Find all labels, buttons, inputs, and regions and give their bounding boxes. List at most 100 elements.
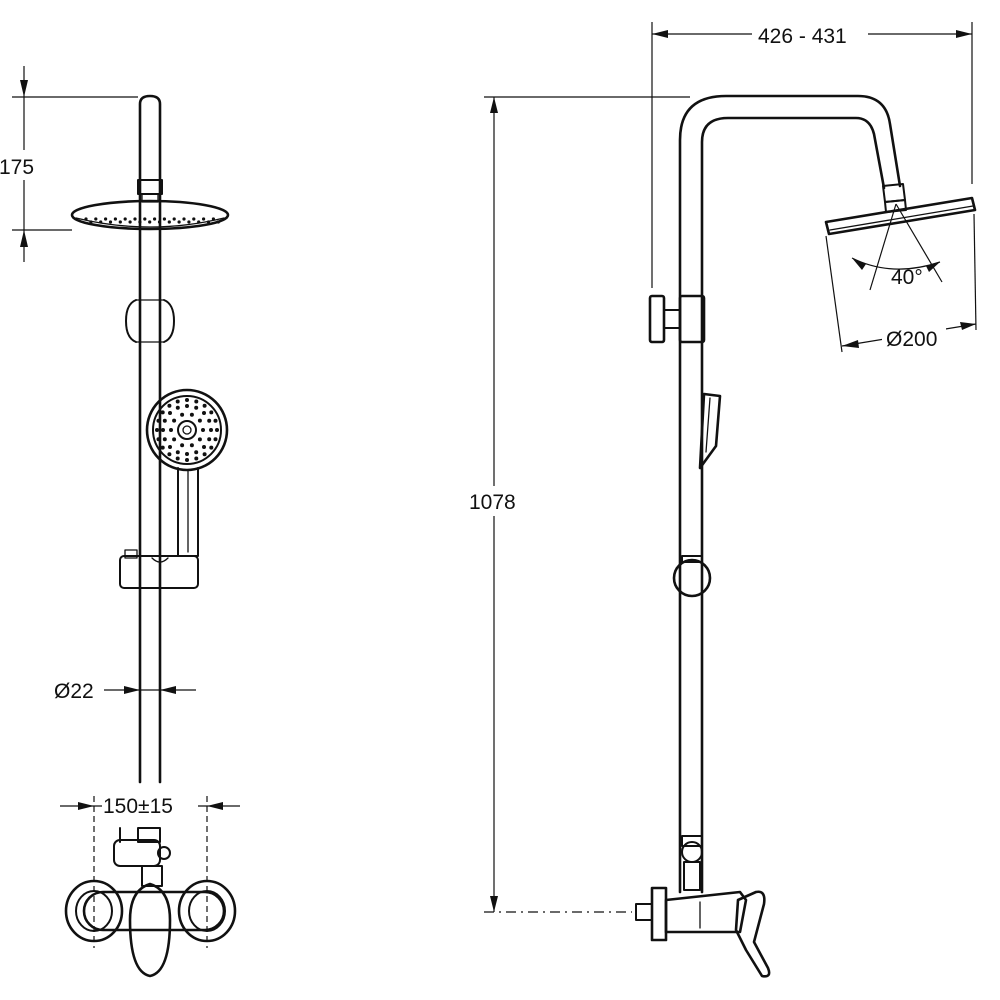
side-slide-knob bbox=[672, 555, 712, 598]
nozzle-dot bbox=[84, 217, 88, 221]
nozzle-dot bbox=[201, 428, 205, 432]
nozzle-dot bbox=[118, 220, 122, 224]
side-wall-bracket bbox=[648, 294, 706, 344]
dim-inlet-spacing: 150±15 bbox=[60, 792, 240, 818]
nozzle-dot bbox=[197, 418, 202, 423]
nozzle-dot bbox=[143, 217, 147, 221]
side-lower-connector bbox=[681, 835, 703, 891]
nozzle-dot bbox=[175, 405, 180, 410]
nozzle-dot bbox=[194, 450, 199, 455]
side-riser-arm bbox=[678, 94, 902, 894]
label-inlet-spacing: 150±15 bbox=[103, 795, 173, 818]
dim-arm-reach: 426 - 431 bbox=[651, 22, 973, 288]
front-riser-pipe bbox=[138, 94, 162, 784]
nozzle-dot bbox=[167, 220, 171, 224]
nozzle-dot bbox=[148, 220, 152, 224]
nozzle-dot bbox=[185, 458, 189, 462]
nozzle-dot bbox=[161, 428, 165, 432]
nozzle-dot bbox=[202, 411, 206, 415]
nozzle-dot bbox=[155, 428, 159, 432]
nozzle-dot bbox=[162, 418, 167, 423]
nozzle-dot bbox=[197, 437, 202, 442]
nozzle-dot bbox=[168, 411, 172, 415]
label-total-height: 1078 bbox=[469, 491, 516, 514]
nozzle-dot bbox=[156, 418, 161, 423]
nozzle-dot bbox=[138, 220, 142, 224]
nozzle-dot bbox=[123, 217, 127, 221]
dim-pipe-diameter: Ø22 bbox=[54, 680, 196, 703]
nozzle-dot bbox=[108, 220, 113, 224]
nozzle-dot bbox=[215, 428, 219, 432]
nozzle-dot bbox=[182, 217, 186, 221]
nozzle-dot bbox=[194, 405, 199, 410]
nozzle-dot bbox=[162, 217, 166, 221]
nozzle-dot bbox=[206, 220, 211, 224]
nozzle-dot bbox=[194, 399, 199, 404]
nozzle-dot bbox=[128, 220, 132, 224]
label-arm-reach: 426 - 431 bbox=[758, 25, 847, 48]
front-rain-head bbox=[70, 199, 230, 231]
dim-head-diameter: Ø200 bbox=[825, 213, 977, 353]
nozzle-dot bbox=[216, 220, 220, 224]
nozzle-dot bbox=[99, 220, 103, 224]
nozzle-dot bbox=[194, 456, 199, 461]
label-spray-angle: 40° bbox=[891, 266, 923, 289]
label-head-diameter: Ø200 bbox=[886, 328, 937, 351]
nozzle-dot bbox=[197, 220, 201, 224]
nozzle-dot bbox=[162, 437, 167, 442]
nozzle-dot bbox=[175, 456, 180, 461]
nozzle-dot bbox=[189, 443, 194, 448]
nozzle-dot bbox=[211, 217, 215, 221]
nozzle-dot bbox=[157, 220, 162, 224]
nozzle-dot bbox=[94, 217, 98, 221]
nozzle-dot bbox=[160, 445, 165, 450]
nozzle-dot bbox=[175, 450, 180, 455]
front-slide-holder bbox=[119, 549, 199, 589]
dim-head-height: 175 bbox=[0, 66, 138, 262]
label-pipe-diameter: Ø22 bbox=[54, 680, 94, 703]
nozzle-dot bbox=[172, 437, 177, 442]
nozzle-dot bbox=[177, 220, 181, 224]
dim-total-height: 1078 bbox=[462, 96, 690, 913]
nozzle-dot bbox=[169, 428, 173, 432]
nozzle-dot bbox=[89, 220, 93, 224]
nozzle-dot bbox=[213, 437, 218, 442]
front-mixer bbox=[64, 796, 237, 978]
nozzle-dot bbox=[209, 428, 213, 432]
nozzle-dot bbox=[156, 437, 161, 442]
nozzle-dot bbox=[133, 217, 137, 221]
nozzle-dot bbox=[167, 452, 172, 457]
nozzle-dot bbox=[187, 220, 191, 224]
front-view: 175 Ø22 150±15 bbox=[0, 66, 240, 978]
nozzle-dot bbox=[213, 418, 218, 423]
nozzle-dot bbox=[209, 410, 214, 415]
side-hand-shower bbox=[698, 392, 722, 470]
side-view: 40° Ø200 426 - 431 bbox=[462, 22, 977, 978]
nozzle-dot bbox=[207, 418, 212, 423]
nozzle-dot bbox=[180, 443, 185, 448]
nozzle-dot bbox=[189, 412, 194, 417]
label-head-height: 175 bbox=[0, 156, 34, 179]
nozzle-dot bbox=[104, 217, 108, 221]
nozzle-dot bbox=[175, 399, 180, 404]
front-hand-shower bbox=[145, 388, 229, 557]
nozzle-dot bbox=[192, 217, 196, 221]
nozzle-dot bbox=[113, 217, 117, 221]
nozzle-dot bbox=[160, 410, 165, 415]
front-head-connector bbox=[137, 179, 163, 195]
nozzle-dot bbox=[207, 437, 212, 442]
side-mixer bbox=[635, 886, 771, 978]
nozzle-dot bbox=[185, 398, 189, 402]
nozzle-dot bbox=[202, 445, 206, 449]
nozzle-dot bbox=[202, 403, 207, 408]
nozzle-dot bbox=[185, 404, 189, 408]
side-rain-head bbox=[824, 196, 977, 236]
nozzle-dot bbox=[209, 445, 214, 450]
nozzle-dot bbox=[202, 217, 206, 221]
nozzle-dot bbox=[172, 217, 176, 221]
nozzle-dot bbox=[202, 452, 207, 457]
spray-angle: 40° bbox=[851, 203, 943, 291]
nozzle-dot bbox=[180, 412, 185, 417]
nozzle-dot bbox=[172, 418, 177, 423]
